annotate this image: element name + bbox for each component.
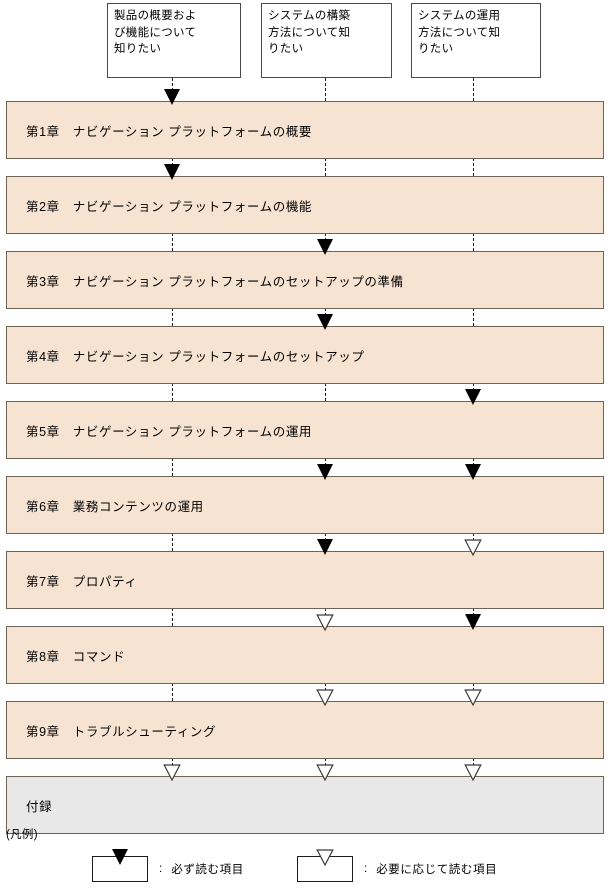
- legend-colon: :: [159, 863, 163, 875]
- legend-item-read-as-needed: : 必要に応じて読む項目: [297, 849, 498, 882]
- row-number: 第9章: [26, 724, 60, 739]
- row-title: トラブルシューティング: [72, 724, 217, 739]
- question-box-product-overview: 製品の概要および機能について知りたい: [107, 3, 241, 78]
- row-number: 第8章: [26, 649, 60, 664]
- filled-arrow-icon: [465, 389, 481, 405]
- hollow-arrow-icon: [464, 689, 482, 706]
- row-label-chapter-8: 第8章コマンド: [7, 646, 125, 665]
- row-title: ナビゲーション プラットフォームのセットアップ: [72, 349, 365, 364]
- hollow-arrow-icon: [316, 614, 334, 631]
- row-label-appendix: 付録: [7, 796, 52, 815]
- question-box-line: び機能について: [114, 26, 197, 39]
- row-chapter-7: 第7章プロパティ: [6, 551, 604, 609]
- question-box-line: 方法について知: [418, 26, 501, 39]
- row-chapter-4: 第4章ナビゲーション プラットフォームのセットアップ: [6, 326, 604, 384]
- question-box-line: りたい: [268, 43, 304, 55]
- row-label-chapter-4: 第4章ナビゲーション プラットフォームのセットアップ: [7, 346, 364, 365]
- legend-item-must-read: : 必ず読む項目: [92, 849, 244, 882]
- filled-arrow-icon: [164, 164, 180, 180]
- row-label-chapter-3: 第3章ナビゲーション プラットフォームのセットアップの準備: [7, 271, 404, 290]
- hollow-arrow-icon: [464, 764, 482, 781]
- row-appendix: 付録: [6, 776, 604, 834]
- filled-arrow-icon: [112, 849, 128, 865]
- row-title: 付録: [26, 799, 53, 814]
- row-chapter-8: 第8章コマンド: [6, 626, 604, 684]
- row-chapter-1: 第1章ナビゲーション プラットフォームの概要: [6, 101, 604, 159]
- row-number: 第6章: [26, 499, 60, 514]
- row-label-chapter-7: 第7章プロパティ: [7, 571, 138, 590]
- row-number: 第3章: [26, 274, 60, 289]
- row-title: ナビゲーション プラットフォームの運用: [72, 424, 313, 439]
- row-title: ナビゲーション プラットフォームのセットアップの準備: [72, 274, 404, 289]
- row-title: ナビゲーション プラットフォームの概要: [72, 124, 313, 139]
- row-label-chapter-9: 第9章トラブルシューティング: [7, 721, 216, 740]
- row-number: 第4章: [26, 349, 60, 364]
- filled-arrow-icon: [317, 239, 333, 255]
- row-label-chapter-1: 第1章ナビゲーション プラットフォームの概要: [7, 121, 312, 140]
- question-box-line: システムの運用: [418, 10, 501, 22]
- filled-arrow-icon: [317, 539, 333, 555]
- filled-arrow-icon: [465, 614, 481, 630]
- hollow-arrow-icon: [316, 689, 334, 706]
- question-box-system-build: システムの構築方法について知りたい: [261, 3, 392, 78]
- row-title: コマンド: [72, 649, 126, 664]
- question-box-line: 方法について知: [268, 26, 351, 39]
- legend-label-read-as-needed: 必要に応じて読む項目: [376, 864, 498, 876]
- row-chapter-9: 第9章トラブルシューティング: [6, 701, 604, 759]
- filled-arrow-icon: [465, 464, 481, 480]
- row-number: 第5章: [26, 424, 60, 439]
- row-title: ナビゲーション プラットフォームの機能: [72, 199, 313, 214]
- row-label-chapter-2: 第2章ナビゲーション プラットフォームの機能: [7, 196, 312, 215]
- legend-caption: (凡例): [6, 829, 38, 841]
- hollow-arrow-icon: [316, 849, 334, 866]
- filled-arrow-icon: [317, 314, 333, 330]
- question-box-line: りたい: [418, 43, 454, 55]
- row-chapter-5: 第5章ナビゲーション プラットフォームの運用: [6, 401, 604, 459]
- question-box-line: 知りたい: [114, 43, 162, 55]
- row-chapter-6: 第6章業務コンテンツの運用: [6, 476, 604, 534]
- row-title: プロパティ: [72, 574, 138, 589]
- row-number: 第2章: [26, 199, 60, 214]
- row-label-chapter-5: 第5章ナビゲーション プラットフォームの運用: [7, 421, 312, 440]
- question-box-system-operate: システムの運用方法について知りたい: [411, 3, 541, 78]
- legend-marker-box-filled: [92, 849, 148, 882]
- hollow-arrow-icon: [163, 764, 181, 781]
- filled-arrow-icon: [164, 89, 180, 105]
- row-number: 第7章: [26, 574, 60, 589]
- filled-arrow-icon: [317, 464, 333, 480]
- legend-marker-box-hollow: [297, 849, 353, 882]
- row-number: 第1章: [26, 124, 60, 139]
- question-box-line: システムの構築: [268, 10, 351, 22]
- row-label-chapter-6: 第6章業務コンテンツの運用: [7, 496, 204, 515]
- row-chapter-2: 第2章ナビゲーション プラットフォームの機能: [6, 176, 604, 234]
- legend-label-must-read: 必ず読む項目: [171, 864, 244, 876]
- question-box-line: 製品の概要およ: [114, 10, 197, 22]
- hollow-arrow-icon: [464, 539, 482, 556]
- row-title: 業務コンテンツの運用: [72, 499, 204, 514]
- hollow-arrow-icon: [316, 764, 334, 781]
- legend-colon: :: [364, 863, 368, 875]
- row-chapter-3: 第3章ナビゲーション プラットフォームのセットアップの準備: [6, 251, 604, 309]
